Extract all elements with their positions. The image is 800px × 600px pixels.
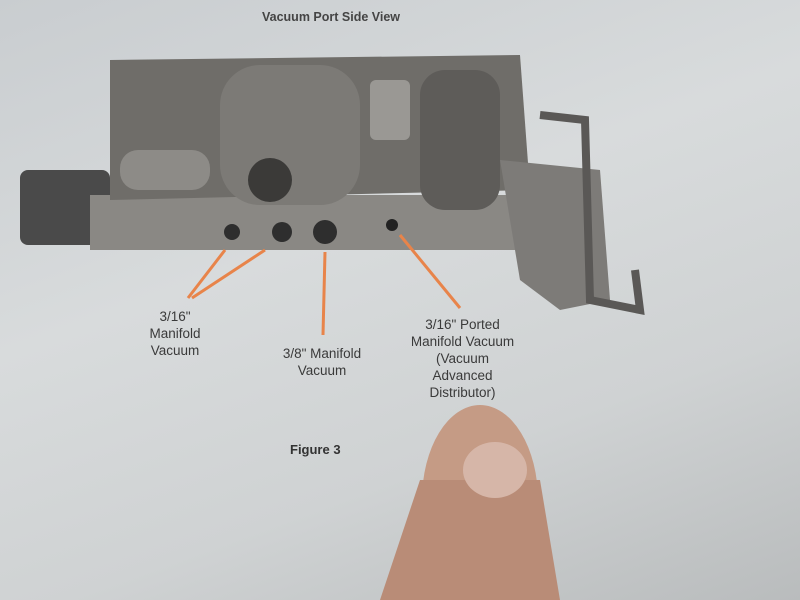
label-38-manifold-vacuum: 3/8" Manifold Vacuum	[262, 345, 382, 379]
label-line: Manifold Vacuum	[410, 334, 515, 349]
label-line: 3/8" Manifold	[282, 346, 362, 361]
label-line: Vacuum	[297, 363, 347, 378]
label-line: Manifold	[149, 326, 201, 341]
label-line: Advanced	[432, 368, 493, 383]
arrow-ported	[398, 234, 462, 309]
label-316-ported-vacuum: 3/16" Ported Manifold Vacuum (Vacuum Adv…	[400, 316, 525, 401]
fingernail	[463, 442, 527, 498]
label-316-manifold-vacuum: 3/16" Manifold Vacuum	[135, 308, 215, 359]
arrow-316-left	[186, 249, 227, 299]
carburetor-illustration	[20, 55, 645, 316]
label-line: 3/16"	[159, 309, 191, 324]
arrow-38	[321, 251, 327, 336]
label-line: 3/16" Ported	[425, 317, 500, 332]
label-line: (Vacuum	[435, 351, 490, 366]
label-line: Distributor)	[429, 385, 496, 400]
figure-title: Vacuum Port Side View	[262, 10, 401, 24]
label-line: Vacuum	[150, 343, 200, 358]
arrow-316-right	[191, 248, 266, 300]
arrows	[186, 234, 462, 336]
finger	[380, 480, 560, 600]
figure-caption: Figure 3	[290, 442, 341, 457]
